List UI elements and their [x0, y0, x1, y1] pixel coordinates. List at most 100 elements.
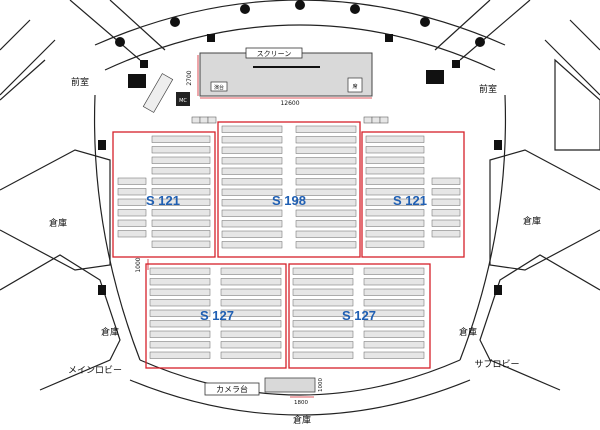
mc-box	[176, 92, 190, 106]
seat-row	[363, 330, 425, 338]
room-label-left-top: 前室	[71, 76, 89, 88]
seat-row	[220, 341, 282, 349]
section-labels: S 121 S 198 S 121 S 127 S 127	[146, 193, 427, 323]
storage-label-bottom: 倉庫	[293, 414, 311, 426]
seat-row	[220, 351, 282, 359]
seat-row	[151, 146, 211, 154]
seat-row	[295, 230, 357, 238]
seat-row	[295, 199, 357, 207]
seat-row	[365, 167, 425, 175]
seat-row	[220, 320, 282, 328]
stage-platform	[199, 52, 373, 97]
seat-row	[221, 209, 283, 217]
seat-row	[117, 209, 147, 217]
podium-left-label: 演台	[214, 84, 224, 91]
seat-row	[363, 288, 425, 296]
seat-row	[117, 219, 147, 227]
side-table	[142, 73, 174, 113]
seat-row	[149, 341, 211, 349]
seat-row	[151, 167, 211, 175]
seat-row	[365, 230, 425, 238]
seat-row	[221, 157, 283, 165]
camera-width-dim: 1800	[294, 400, 308, 406]
seat-row	[221, 136, 283, 144]
storage-label-right: 倉庫	[523, 215, 541, 227]
seat-row	[295, 146, 357, 154]
seat-row	[365, 146, 425, 154]
seat-row	[221, 167, 283, 175]
block-rear-right	[288, 263, 431, 369]
seat-row	[117, 177, 147, 185]
seat-row	[431, 177, 461, 185]
section-label-front-left: S 121	[146, 193, 180, 208]
seat-row	[151, 219, 211, 227]
block-front-right	[361, 131, 465, 258]
seat-row	[363, 351, 425, 359]
seat-row	[295, 136, 357, 144]
seat-row	[292, 351, 354, 359]
seat-row	[295, 157, 357, 165]
seat-row	[221, 188, 283, 196]
building-walls	[0, 0, 600, 416]
seat-row	[292, 299, 354, 307]
seat-row	[365, 135, 425, 143]
seat-row	[292, 341, 354, 349]
seat-row	[295, 178, 357, 186]
seat-row	[365, 209, 425, 217]
camera-stand-label: カメラ台	[216, 384, 248, 394]
screen-label-box	[245, 47, 303, 59]
podium-right-label: 席	[352, 83, 357, 90]
block-front-center	[217, 121, 361, 258]
seat-row	[149, 320, 211, 328]
camera-platform	[264, 377, 316, 393]
section-label-rear-left: S 127	[200, 308, 234, 323]
seat-row	[149, 299, 211, 307]
seat-row	[151, 188, 211, 196]
seat-row	[292, 267, 354, 275]
seat-row	[221, 220, 283, 228]
seat-row	[220, 330, 282, 338]
seat-row	[151, 240, 211, 248]
seat-row	[431, 209, 461, 217]
seat-row	[431, 188, 461, 196]
seat-row	[149, 267, 211, 275]
seat-row	[117, 198, 147, 206]
seat-row	[365, 156, 425, 164]
front-small-rows	[191, 116, 389, 124]
seat-row	[295, 209, 357, 217]
seat-row	[151, 135, 211, 143]
storage-label-left-low: 倉庫	[101, 326, 119, 338]
seat-row	[221, 199, 283, 207]
room-label-right-top: 前室	[479, 83, 497, 95]
seat-row	[431, 219, 461, 227]
seat-row	[151, 209, 211, 217]
seat-row	[363, 341, 425, 349]
seat-row	[220, 278, 282, 286]
seat-row	[221, 241, 283, 249]
seat-row	[295, 241, 357, 249]
seat-row	[220, 309, 282, 317]
camera-stand: カメラ台 1800 1000	[204, 377, 324, 406]
section-blocks	[112, 121, 465, 369]
seat-row	[149, 278, 211, 286]
seat-row	[220, 288, 282, 296]
seat-row	[151, 198, 211, 206]
seat-row	[292, 288, 354, 296]
storage-label-right-low: 倉庫	[459, 326, 477, 338]
seat-row	[365, 198, 425, 206]
seat-row	[363, 278, 425, 286]
block-front-left	[112, 131, 216, 258]
seat-row	[295, 220, 357, 228]
seat-row	[117, 230, 147, 238]
seat-row	[431, 230, 461, 238]
room-labels: 前室 前室 倉庫 倉庫 倉庫 倉庫 倉庫 メインロビー サブロビー	[49, 76, 541, 426]
block-rear-left	[145, 263, 287, 369]
seat-row	[295, 125, 357, 133]
seat-row	[292, 309, 354, 317]
section-label-front-center: S 198	[272, 193, 306, 208]
camera-label-box	[204, 382, 260, 396]
seat-row	[292, 320, 354, 328]
storage-label-left: 倉庫	[49, 217, 67, 229]
